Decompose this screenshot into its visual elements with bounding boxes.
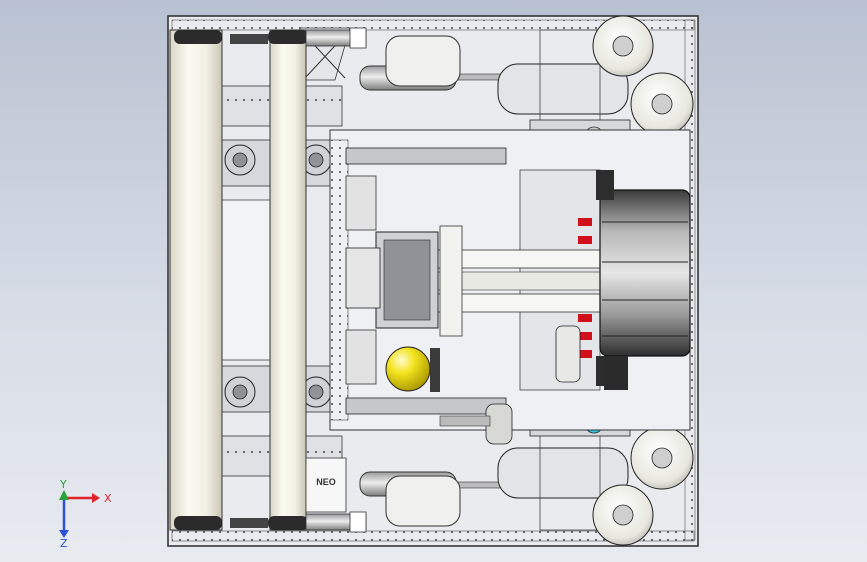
top-left-motor xyxy=(305,27,367,533)
logo-text: NEO xyxy=(316,477,336,487)
axis-triad: X Y Z xyxy=(59,478,112,548)
x-axis-arrow xyxy=(92,493,100,503)
chassis-motors xyxy=(345,175,628,390)
intake-roller-right xyxy=(269,29,307,531)
y-axis-marker xyxy=(59,490,69,500)
drive-wheels xyxy=(385,35,461,527)
y-axis-label: Y xyxy=(59,478,67,491)
x-axis-label: X xyxy=(104,492,112,505)
shooter-drum[interactable] xyxy=(596,170,691,386)
conveyor-belts xyxy=(435,249,603,313)
omni-wheels xyxy=(592,15,694,546)
intake-roller-left xyxy=(169,29,223,531)
bottom-shaft-cluster xyxy=(439,403,513,445)
z-axis-label: Z xyxy=(60,537,68,548)
z-axis-arrow xyxy=(59,530,69,538)
logo-plate: NEO xyxy=(305,457,347,513)
yellow-ball[interactable] xyxy=(385,346,440,392)
gearbox xyxy=(345,225,463,337)
intake-rollers[interactable] xyxy=(169,29,308,531)
left-bearings xyxy=(224,144,332,408)
red-indicators xyxy=(578,218,592,358)
